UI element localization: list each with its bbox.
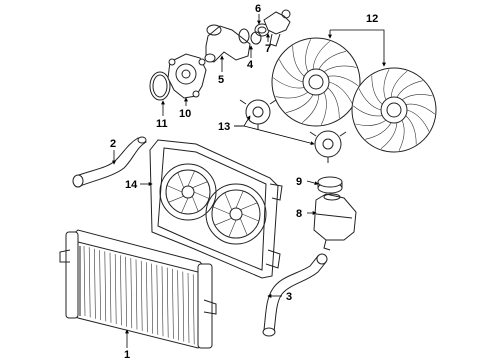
fan-motor-upper bbox=[239, 99, 277, 130]
callout-4: 4 bbox=[247, 59, 254, 71]
callout-6: 6 bbox=[255, 3, 261, 15]
callout-labels: 1 2 3 4 5 6 7 8 9 10 11 12 13 14 bbox=[110, 3, 378, 360]
callout-8: 8 bbox=[296, 208, 302, 220]
radiator bbox=[59, 229, 217, 349]
leader-lines bbox=[112, 14, 386, 348]
o-ring bbox=[250, 31, 262, 45]
upper-radiator-hose bbox=[72, 136, 148, 188]
callout-1: 1 bbox=[124, 349, 130, 360]
fan-motor-lower bbox=[309, 130, 347, 163]
callout-7: 7 bbox=[265, 43, 271, 55]
coolant-reservoir bbox=[313, 193, 357, 251]
callout-5: 5 bbox=[218, 74, 224, 86]
fan-blade-right bbox=[351, 67, 437, 153]
callout-14: 14 bbox=[125, 179, 138, 191]
gasket-ring bbox=[149, 71, 171, 101]
callout-2: 2 bbox=[110, 138, 116, 150]
callout-3: 3 bbox=[286, 291, 292, 303]
reservoir-cap bbox=[317, 176, 343, 194]
fan-blade-left bbox=[271, 37, 361, 127]
fan-shroud-assembly bbox=[149, 139, 283, 279]
water-pump bbox=[167, 53, 207, 99]
coolant-outlet bbox=[263, 9, 291, 47]
callout-10: 10 bbox=[179, 108, 191, 120]
callout-13: 13 bbox=[218, 121, 230, 133]
callout-11: 11 bbox=[156, 118, 168, 130]
callout-9: 9 bbox=[296, 176, 302, 188]
callout-12: 12 bbox=[366, 13, 378, 25]
thermostat-housing bbox=[204, 24, 251, 63]
